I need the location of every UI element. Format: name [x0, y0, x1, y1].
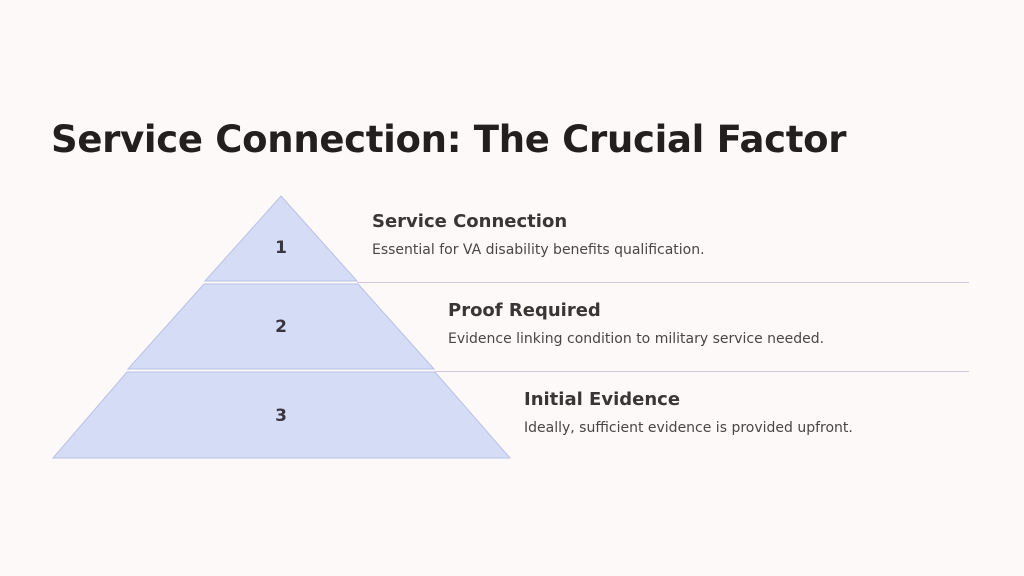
tier-separator-2	[434, 371, 969, 372]
pyramid-tier-3	[51, 371, 512, 459]
tier-number-1: 1	[275, 238, 287, 258]
tier-number-3: 3	[275, 406, 287, 426]
tier-2-description: Evidence linking condition to military s…	[448, 331, 825, 347]
tier-2-text: Proof Required Evidence linking conditio…	[448, 300, 824, 347]
tier-1-text: Service Connection Essential for VA disa…	[372, 211, 705, 258]
slide-title: Service Connection: The Crucial Factor	[51, 118, 847, 161]
pyramid-tier-2	[126, 283, 436, 370]
tier-3-description: Ideally, sufficient evidence is provided…	[524, 420, 853, 436]
tier-3-heading: Initial Evidence	[524, 389, 681, 410]
tier-1-heading: Service Connection	[372, 211, 568, 232]
tier-number-2: 2	[275, 317, 287, 337]
tier-1-description: Essential for VA disability benefits qua…	[372, 242, 705, 258]
tier-separator-1	[357, 282, 969, 283]
tier-2-heading: Proof Required	[448, 300, 601, 321]
pyramid-tier-1	[203, 195, 359, 282]
tier-3-text: Initial Evidence Ideally, sufficient evi…	[524, 389, 853, 436]
